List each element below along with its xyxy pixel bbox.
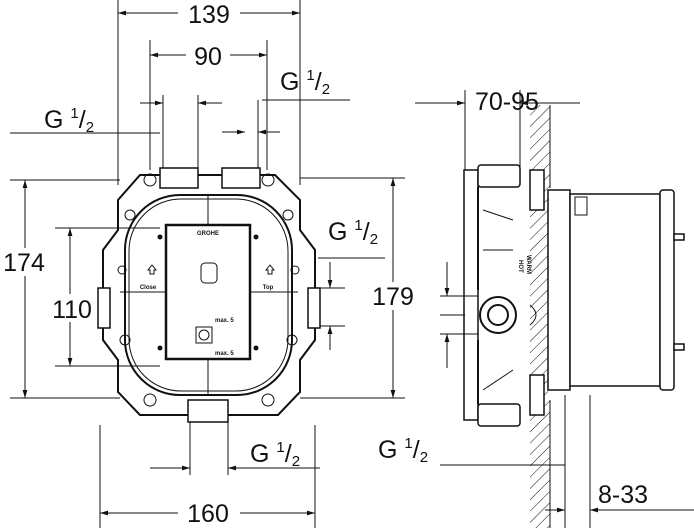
label-close: Close [140, 285, 157, 291]
dimension-70-95: 70-95 [415, 88, 580, 170]
dim-139-label: 139 [188, 1, 230, 29]
arrow-up-icon [264, 264, 276, 275]
dim-8-33-label: 8-33 [598, 481, 648, 509]
dimension-179: 179 [300, 177, 420, 399]
dim-174-label: 174 [3, 249, 45, 277]
thread-side-view: G 1/2 [378, 435, 565, 466]
label-top: Top [263, 285, 274, 291]
svg-text:G 1/2: G 1/2 [250, 439, 300, 470]
svg-text:G 1/2: G 1/2 [378, 435, 428, 466]
svg-text:G 1/2: G 1/2 [328, 217, 378, 248]
dim-110-label: 110 [52, 296, 92, 324]
dimension-110: 110 [46, 227, 160, 367]
dim-179-label: 179 [372, 283, 414, 311]
dimension-174: 174 [0, 179, 120, 399]
warm-label: WARM [525, 255, 531, 274]
max-top: max. 5 [215, 318, 234, 324]
dim-90-label: 90 [194, 43, 222, 71]
dim-160-label: 160 [187, 500, 229, 528]
thread-bottom: G 1/2 [150, 420, 320, 475]
arrow-up-icon [146, 264, 158, 275]
svg-text:G 1/2: G 1/2 [280, 67, 330, 98]
dimension-139: 139 [117, 0, 301, 185]
svg-text:G 1/2: G 1/2 [44, 105, 94, 136]
max-bottom: max. 5 [215, 351, 234, 357]
thread-top-left: G 1/2 [10, 95, 222, 175]
dimension-8-33: 8-33 [545, 395, 694, 528]
dim-70-95-label: 70-95 [475, 88, 539, 116]
side-view-body: WARM HOT [440, 164, 685, 427]
brand-logo: GROHE [197, 231, 219, 237]
dimension-90: 90 [149, 40, 268, 170]
dimension-160: 160 [99, 425, 316, 528]
front-view-body: GROHE Close Top max. 5 max. 5 [97, 167, 321, 423]
thread-top-right: G 1/2 [222, 67, 350, 175]
hot-label: HOT [517, 260, 523, 273]
